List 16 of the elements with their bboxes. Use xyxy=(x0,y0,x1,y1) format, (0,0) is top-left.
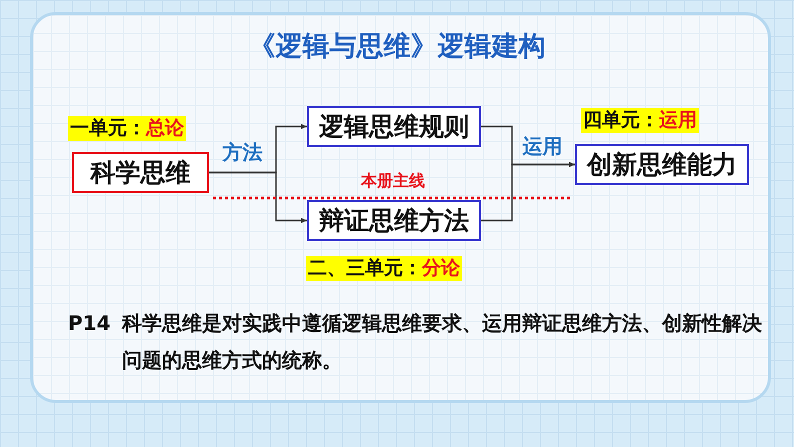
unit-label: 一单元：总论 xyxy=(68,116,186,141)
concept-box: 辩证思维方法 xyxy=(307,200,481,241)
dotted-line xyxy=(213,196,573,200)
edge-label: 运用 xyxy=(522,134,562,156)
edge-label: 本册主线 xyxy=(361,172,425,190)
unit-label: 二、三单元：分论 xyxy=(306,256,462,281)
edge-label: 方法 xyxy=(222,140,262,162)
concept-box: 科学思维 xyxy=(72,152,209,193)
concept-box: 创新思维能力 xyxy=(575,144,749,185)
arrow xyxy=(209,172,307,224)
arrow xyxy=(481,162,575,222)
concept-box: 逻辑思维规则 xyxy=(307,106,481,147)
page-reference: P14 xyxy=(68,310,110,337)
title: 《逻辑与思维》逻辑建构 xyxy=(248,30,546,64)
unit-label: 四单元：运用 xyxy=(581,108,699,133)
definition-text: 科学思维是对实践中遵循逻辑思维要求、运用辩证思维方法、创新性解决问题的思维方式的统称。 xyxy=(122,310,762,374)
